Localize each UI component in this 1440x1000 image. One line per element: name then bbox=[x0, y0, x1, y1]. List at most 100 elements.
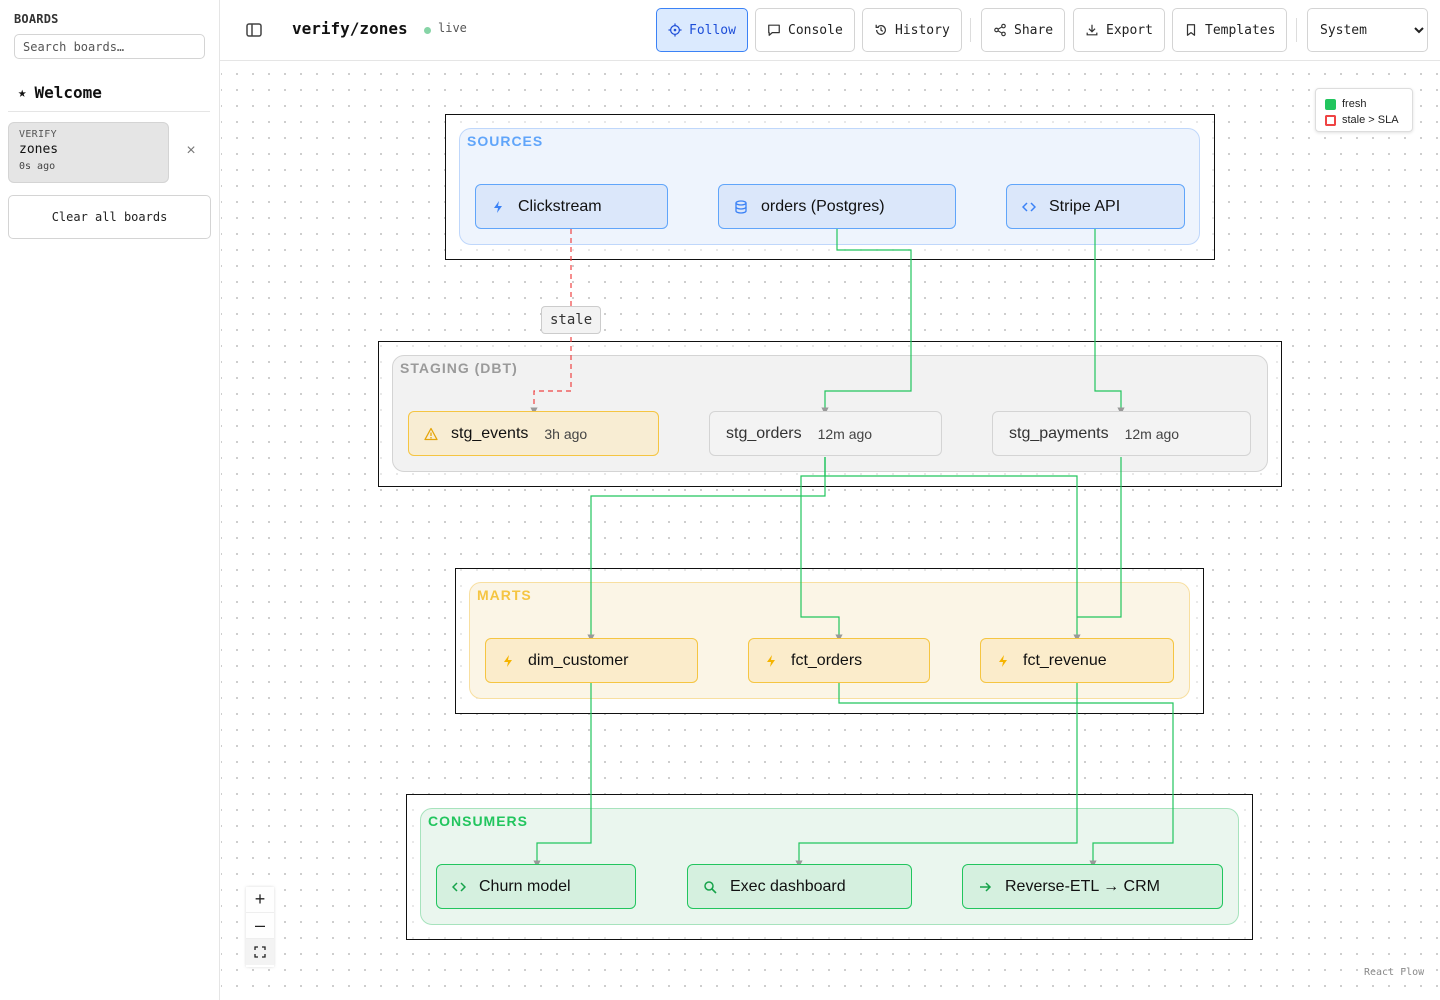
zone-label-marts: MARTS bbox=[477, 587, 532, 603]
legend-stale: stale > SLA bbox=[1325, 112, 1412, 128]
board-kind: VERIFY bbox=[19, 129, 57, 140]
templates-label: Templates bbox=[1205, 22, 1276, 38]
flow-canvas[interactable]: SOURCES STAGING (DBT) MARTS CONSUMERS st… bbox=[221, 62, 1440, 1000]
zoom-in-button[interactable]: + bbox=[246, 887, 274, 913]
star-icon: ★ bbox=[18, 84, 27, 101]
node-label: stg_events bbox=[451, 424, 529, 442]
react-flow-attribution[interactable]: React Flow bbox=[1364, 967, 1425, 978]
header-divider bbox=[970, 18, 971, 42]
zoom-controls: + – bbox=[246, 887, 274, 967]
edge-stg-orders-fct-orders bbox=[800, 457, 843, 642]
edges-layer bbox=[530, 229, 1174, 868]
database-icon bbox=[733, 199, 749, 215]
node-churn-model[interactable]: Churn model bbox=[436, 864, 636, 909]
edge-stg-payments-fct-revenue bbox=[1077, 457, 1122, 618]
node-label: Exec dashboard bbox=[730, 877, 846, 895]
clear-all-boards-button[interactable]: Clear all boards bbox=[8, 195, 211, 239]
board-name: zones bbox=[19, 142, 59, 157]
arrow-right-icon bbox=[977, 879, 993, 895]
share-icon bbox=[994, 23, 1006, 37]
node-reverse-etl[interactable]: Reverse-ETL → CRM bbox=[962, 864, 1223, 909]
live-status-dot bbox=[424, 27, 431, 34]
node-stg-orders[interactable]: stg_orders 12m ago bbox=[709, 411, 942, 456]
bolt-icon bbox=[763, 653, 779, 669]
stale-swatch bbox=[1325, 114, 1336, 126]
node-label: fct_orders bbox=[791, 651, 863, 669]
theme-select[interactable]: System bbox=[1307, 8, 1428, 52]
search-boards-input[interactable] bbox=[14, 34, 205, 59]
legend-stale-label: stale > SLA bbox=[1342, 114, 1399, 126]
node-fct-orders[interactable]: fct_orders bbox=[748, 638, 930, 683]
node-label: Reverse-ETL → CRM bbox=[1005, 877, 1160, 895]
zone-label-staging: STAGING (DBT) bbox=[400, 360, 518, 376]
sidebar-toggle-icon[interactable] bbox=[244, 20, 264, 40]
live-status-label: live bbox=[438, 21, 467, 35]
node-fct-revenue[interactable]: fct_revenue bbox=[980, 638, 1174, 683]
history-label: History bbox=[895, 22, 950, 38]
follow-button[interactable]: Follow bbox=[656, 8, 748, 52]
bookmark-icon bbox=[1186, 24, 1196, 36]
follow-label: Follow bbox=[689, 22, 736, 38]
legend-fresh-label: fresh bbox=[1342, 98, 1367, 110]
sidebar: BOARDS ★ Welcome VERIFY zones 0s ago × C… bbox=[0, 0, 220, 1000]
node-label: stg_payments bbox=[1009, 424, 1109, 442]
history-button[interactable]: History bbox=[862, 8, 962, 52]
download-icon bbox=[1086, 24, 1098, 36]
edge-orders-stg-orders bbox=[821, 229, 912, 415]
legend-fresh: fresh bbox=[1325, 96, 1412, 112]
header-divider bbox=[1296, 18, 1297, 42]
node-age: 12m ago bbox=[1124, 425, 1180, 442]
bolt-icon bbox=[490, 199, 506, 215]
bolt-icon bbox=[500, 653, 516, 669]
edge-stripe-stg-payments bbox=[1094, 229, 1125, 415]
node-exec-dashboard[interactable]: Exec dashboard bbox=[687, 864, 912, 909]
zone-label-sources: SOURCES bbox=[467, 133, 544, 149]
edge-fct-orders-retl bbox=[838, 683, 1174, 868]
welcome-label: Welcome bbox=[34, 82, 102, 102]
console-button[interactable]: Console bbox=[755, 8, 855, 52]
close-board-icon[interactable]: × bbox=[186, 142, 196, 159]
history-icon bbox=[875, 24, 886, 35]
templates-button[interactable]: Templates bbox=[1172, 8, 1288, 52]
node-label: fct_revenue bbox=[1023, 651, 1107, 669]
export-button[interactable]: Export bbox=[1073, 8, 1165, 52]
node-label: orders (Postgres) bbox=[761, 197, 885, 215]
node-label: stg_orders bbox=[726, 424, 802, 442]
edge-stg-orders-fct-revenue bbox=[824, 457, 1081, 642]
node-label: dim_customer bbox=[528, 651, 629, 669]
node-age: 3h ago bbox=[544, 425, 588, 442]
node-clickstream[interactable]: Clickstream bbox=[475, 184, 668, 229]
node-dim-customer[interactable]: dim_customer bbox=[485, 638, 698, 683]
node-stripe-api[interactable]: Stripe API bbox=[1006, 184, 1185, 229]
search-icon bbox=[702, 879, 718, 895]
message-icon bbox=[768, 24, 780, 36]
board-card-zones[interactable]: VERIFY zones 0s ago bbox=[8, 122, 169, 183]
fit-view-icon bbox=[254, 946, 266, 958]
bolt-icon bbox=[995, 653, 1011, 669]
node-label: Stripe API bbox=[1049, 197, 1121, 215]
export-label: Export bbox=[1106, 22, 1153, 38]
node-orders-postgres[interactable]: orders (Postgres) bbox=[718, 184, 956, 229]
legend: fresh stale > SLA bbox=[1315, 88, 1413, 132]
warning-icon bbox=[423, 426, 439, 442]
fit-view-button[interactable] bbox=[246, 939, 274, 965]
zoom-out-button[interactable]: – bbox=[246, 913, 274, 939]
node-stg-events[interactable]: stg_events 3h ago bbox=[408, 411, 659, 456]
page-title: verify/zones bbox=[292, 19, 408, 38]
node-label: Churn model bbox=[479, 877, 571, 895]
share-button[interactable]: Share bbox=[981, 8, 1066, 52]
code-icon bbox=[1021, 199, 1037, 215]
code-icon bbox=[451, 879, 467, 895]
edge-stg-orders-dim-customer bbox=[587, 457, 826, 642]
header: verify/zones live Follow Console History… bbox=[220, 0, 1440, 61]
node-label: Clickstream bbox=[518, 197, 602, 215]
stale-edge-label: stale bbox=[541, 306, 602, 334]
node-age: 12m ago bbox=[817, 425, 873, 442]
edge-dim-customer-churn bbox=[533, 683, 592, 868]
crosshair-icon bbox=[668, 23, 682, 37]
node-stg-payments[interactable]: stg_payments 12m ago bbox=[992, 411, 1251, 456]
share-label: Share bbox=[1014, 22, 1054, 38]
fresh-swatch bbox=[1325, 98, 1336, 110]
console-label: Console bbox=[788, 22, 843, 38]
welcome-item[interactable]: ★ Welcome bbox=[8, 74, 210, 112]
